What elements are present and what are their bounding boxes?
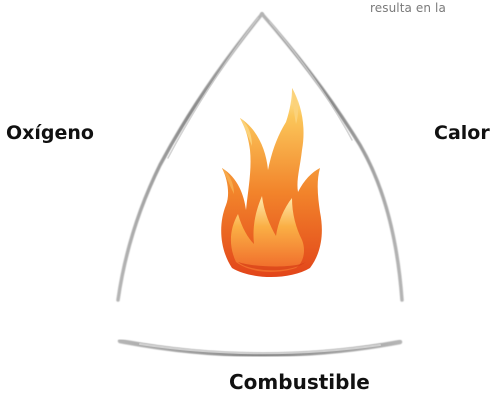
label-oxygen: Oxígeno bbox=[6, 122, 94, 144]
label-heat: Calor bbox=[434, 122, 490, 144]
label-fuel: Combustible bbox=[229, 370, 370, 394]
flame-icon bbox=[221, 88, 322, 277]
